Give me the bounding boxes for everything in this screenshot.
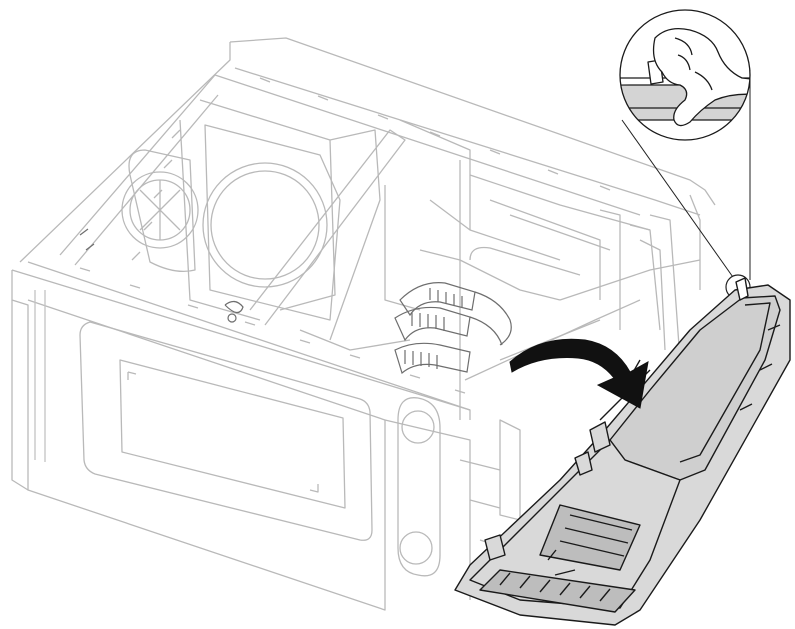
- hand-pressing-tab-icon: [652, 27, 750, 127]
- front-handle: [397, 397, 441, 577]
- chassis-top-edge: [229, 37, 716, 206]
- rotate-arrow: [509, 338, 649, 409]
- internal-connectors: [79, 228, 512, 375]
- bezel-tab: [735, 277, 749, 301]
- bezel-bottom-vent: [479, 569, 636, 613]
- front-bezel: [454, 277, 791, 626]
- detail-magnifier: [619, 9, 751, 141]
- callout-lines: [621, 70, 751, 281]
- side-window-inner: [119, 359, 346, 509]
- chassis-left-top-edge: [19, 42, 231, 263]
- sata-connector-3: [394, 342, 471, 375]
- side-window-outer: [79, 321, 373, 541]
- rotate-arrow-icon: [509, 338, 649, 409]
- side-panel: [11, 270, 386, 611]
- sata-connector-2: [394, 306, 471, 342]
- power-supply: [204, 124, 341, 321]
- callout-line-left: [621, 119, 736, 281]
